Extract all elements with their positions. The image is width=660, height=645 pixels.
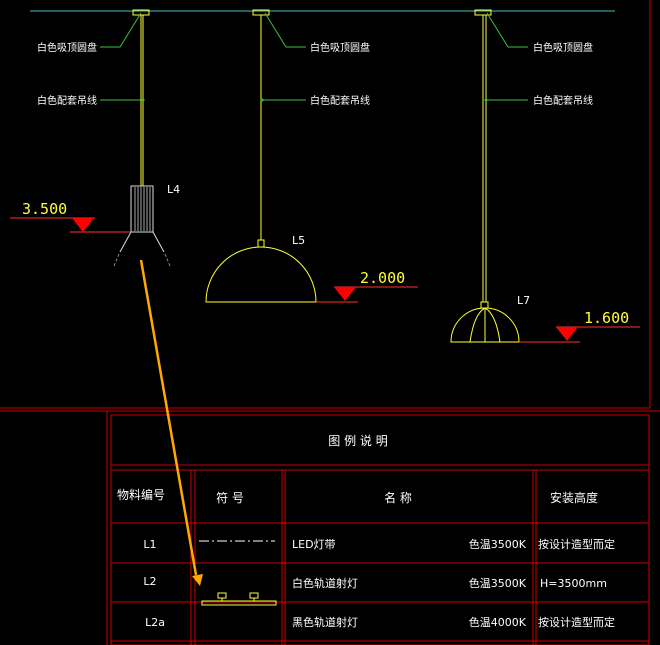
legend-row-color-temp: 色温4000K (469, 615, 527, 629)
fixture-l7: L7 1.600 (450, 9, 640, 343)
callout-hanging-wire-label: 白色配套吊线 (533, 94, 593, 107)
legend-row-name: LED灯带 (292, 538, 336, 551)
callout-ceiling-plate-label: 白色吸顶圆盘 (37, 41, 97, 54)
legend-row-color-temp: 色温3500K (469, 537, 527, 551)
legend-row-name: 黑色轨道射灯 (292, 615, 358, 629)
fixture-tag: L5 (292, 234, 305, 247)
legend-row-name: 白色轨道射灯 (292, 576, 358, 590)
level-triangle (334, 287, 356, 301)
legend-header-symbol: 符 号 (216, 490, 244, 505)
callout-hanging-wire-label: 白色配套吊线 (310, 94, 370, 107)
lamp-body (130, 185, 154, 233)
track-spotlight-symbol (201, 592, 277, 606)
level-value: 2.000 (360, 269, 405, 287)
fixture-l4: L4 3.500 (10, 9, 180, 267)
lamp-shade-dome (205, 246, 317, 303)
callouts (100, 12, 528, 101)
legend-title: 图 例 说 明 (328, 433, 387, 448)
legend-row-height: H=3500mm (540, 577, 607, 590)
level-triangle (72, 218, 94, 232)
pointer-arrow (139, 259, 203, 586)
legend-row-code: L1 (143, 538, 156, 551)
legend-row-height: 按设计造型而定 (538, 537, 615, 551)
legend-header-height: 安装高度 (550, 490, 598, 505)
level-value: 1.600 (584, 309, 629, 327)
legend-row-code: L2a (145, 616, 165, 629)
callout-ceiling-plate-label: 白色吸顶圆盘 (310, 41, 370, 54)
legend-row-height: 按设计造型而定 (538, 615, 615, 629)
legend-header-name: 名 称 (384, 490, 412, 505)
legend-row-code: L2 (143, 575, 156, 588)
level-triangle (556, 327, 578, 341)
level-value: 3.500 (22, 200, 67, 218)
lamp-shade-cage (450, 307, 520, 343)
callout-hanging-wire-label: 白色配套吊线 (37, 94, 97, 107)
fixture-tag: L4 (167, 183, 180, 196)
legend-row-color-temp: 色温3500K (469, 576, 527, 590)
callout-ceiling-plate-label: 白色吸顶圆盘 (533, 41, 593, 54)
fixture-tag: L7 (517, 294, 530, 307)
legend-table (110, 414, 650, 645)
legend-header-code: 物料编号 (117, 487, 165, 502)
fixture-l5: L5 2.000 (205, 9, 418, 303)
